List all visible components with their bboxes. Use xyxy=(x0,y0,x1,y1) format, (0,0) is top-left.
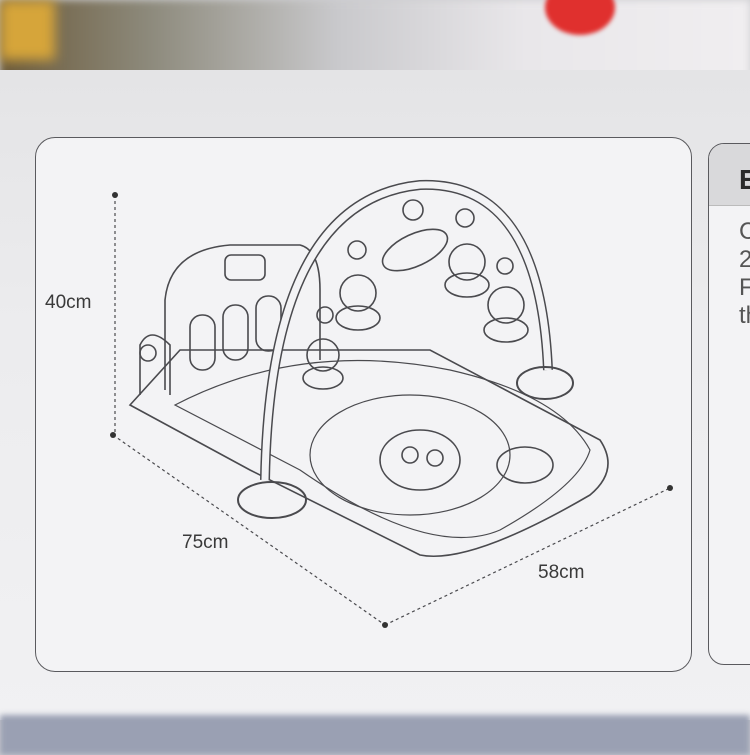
width-dimension-label: 58cm xyxy=(538,562,585,583)
blurred-background-bottom xyxy=(0,715,750,755)
side-text-line: F xyxy=(709,274,750,302)
side-panel-heading: E xyxy=(709,144,750,206)
arch xyxy=(237,179,574,519)
side-text-line: C xyxy=(709,218,750,246)
hanging-toys xyxy=(302,199,529,390)
side-text-line: 2 xyxy=(709,246,750,274)
dimension-lines xyxy=(112,195,671,626)
owl-print xyxy=(379,429,554,491)
side-info-panel: E C 2 F th xyxy=(708,143,750,665)
blurred-yellow-object xyxy=(0,0,55,60)
piano-panel xyxy=(139,244,321,395)
dimension-diagram-panel xyxy=(35,137,692,672)
mat xyxy=(128,349,609,558)
height-dimension-label: 40cm xyxy=(45,292,92,313)
side-text-line: th xyxy=(739,302,750,329)
length-dimension-label: 75cm xyxy=(182,532,229,553)
